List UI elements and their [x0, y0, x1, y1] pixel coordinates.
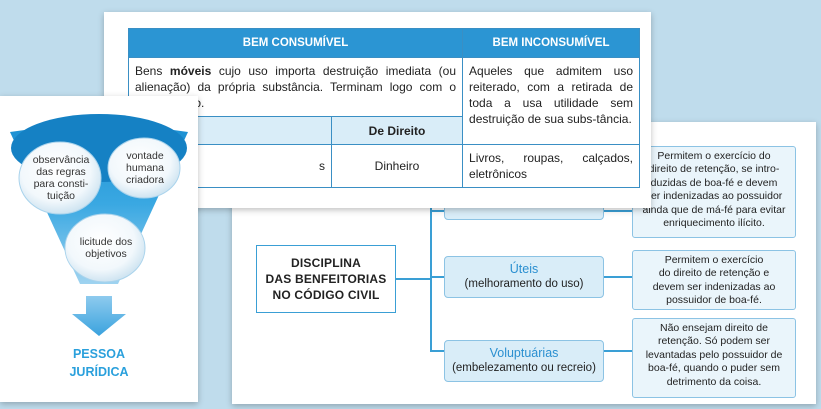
- discipline-box: DISCIPLINA DAS BENFEITORIAS NO CÓDIGO CI…: [256, 245, 396, 313]
- pessoa-juridica-title-1: PESSOA: [72, 347, 126, 361]
- tree-trunk: [430, 200, 432, 350]
- type-subtitle: (melhoramento do uso): [464, 278, 584, 290]
- bens-table: BEM CONSUMÍVEL BEM INCONSUMÍVEL Bens móv…: [127, 28, 641, 188]
- pessoa-juridica-card: observância das regras para consti- tuiç…: [0, 96, 198, 402]
- bubble: [18, 141, 102, 215]
- tree-branch: [430, 276, 444, 278]
- description-uteis: Permitem o exercício do direito de reten…: [632, 250, 796, 310]
- header-consumivel: BEM CONSUMÍVEL: [127, 28, 464, 58]
- bubble-text: observância das regras para consti- tuiç…: [32, 154, 90, 202]
- bubble-text: licitude dos objetivos: [79, 236, 133, 260]
- funnel-graphic: [10, 114, 188, 336]
- type-name: Úteis: [509, 262, 539, 276]
- bubble: [107, 137, 181, 199]
- pessoa-juridica-title-2: JURÍDICA: [69, 365, 129, 379]
- type-voluptuarias: Voluptuárias (embelezamento ou recreio): [444, 340, 604, 382]
- tree-branch: [430, 210, 444, 212]
- bubble: [64, 213, 146, 283]
- consumivel-description: Bens móveis cujo uso importa destruição …: [127, 57, 464, 117]
- description-voluptuarias: Não ensejam direito de retenção. Só pode…: [632, 318, 796, 398]
- tree-branch: [604, 210, 632, 212]
- bubble-text: vontade humana criadora: [126, 150, 164, 186]
- type-subtitle: (embelezamento ou recreio): [452, 362, 596, 374]
- tree-branch: [604, 276, 632, 278]
- inconsumivel-description: Aqueles que admitem uso reiterado, com a…: [462, 57, 641, 145]
- type-name: Voluptuárias: [489, 346, 559, 360]
- description-necessarias: Permitem o exercício do direito de reten…: [632, 146, 796, 238]
- type-uteis: Úteis (melhoramento do uso): [444, 256, 604, 298]
- sub-header-de-direito: De Direito: [330, 116, 464, 145]
- tree-branch: [396, 278, 432, 280]
- header-inconsumivel: BEM INCONSUMÍVEL: [462, 28, 641, 58]
- tree-branch: [430, 350, 444, 352]
- example-de-direito: Dinheiro: [330, 144, 464, 188]
- inconsumivel-examples: Livros, roupas, calçados, eletrônicos: [462, 144, 641, 188]
- tree-branch: [604, 350, 632, 352]
- down-arrow-icon: [72, 296, 126, 336]
